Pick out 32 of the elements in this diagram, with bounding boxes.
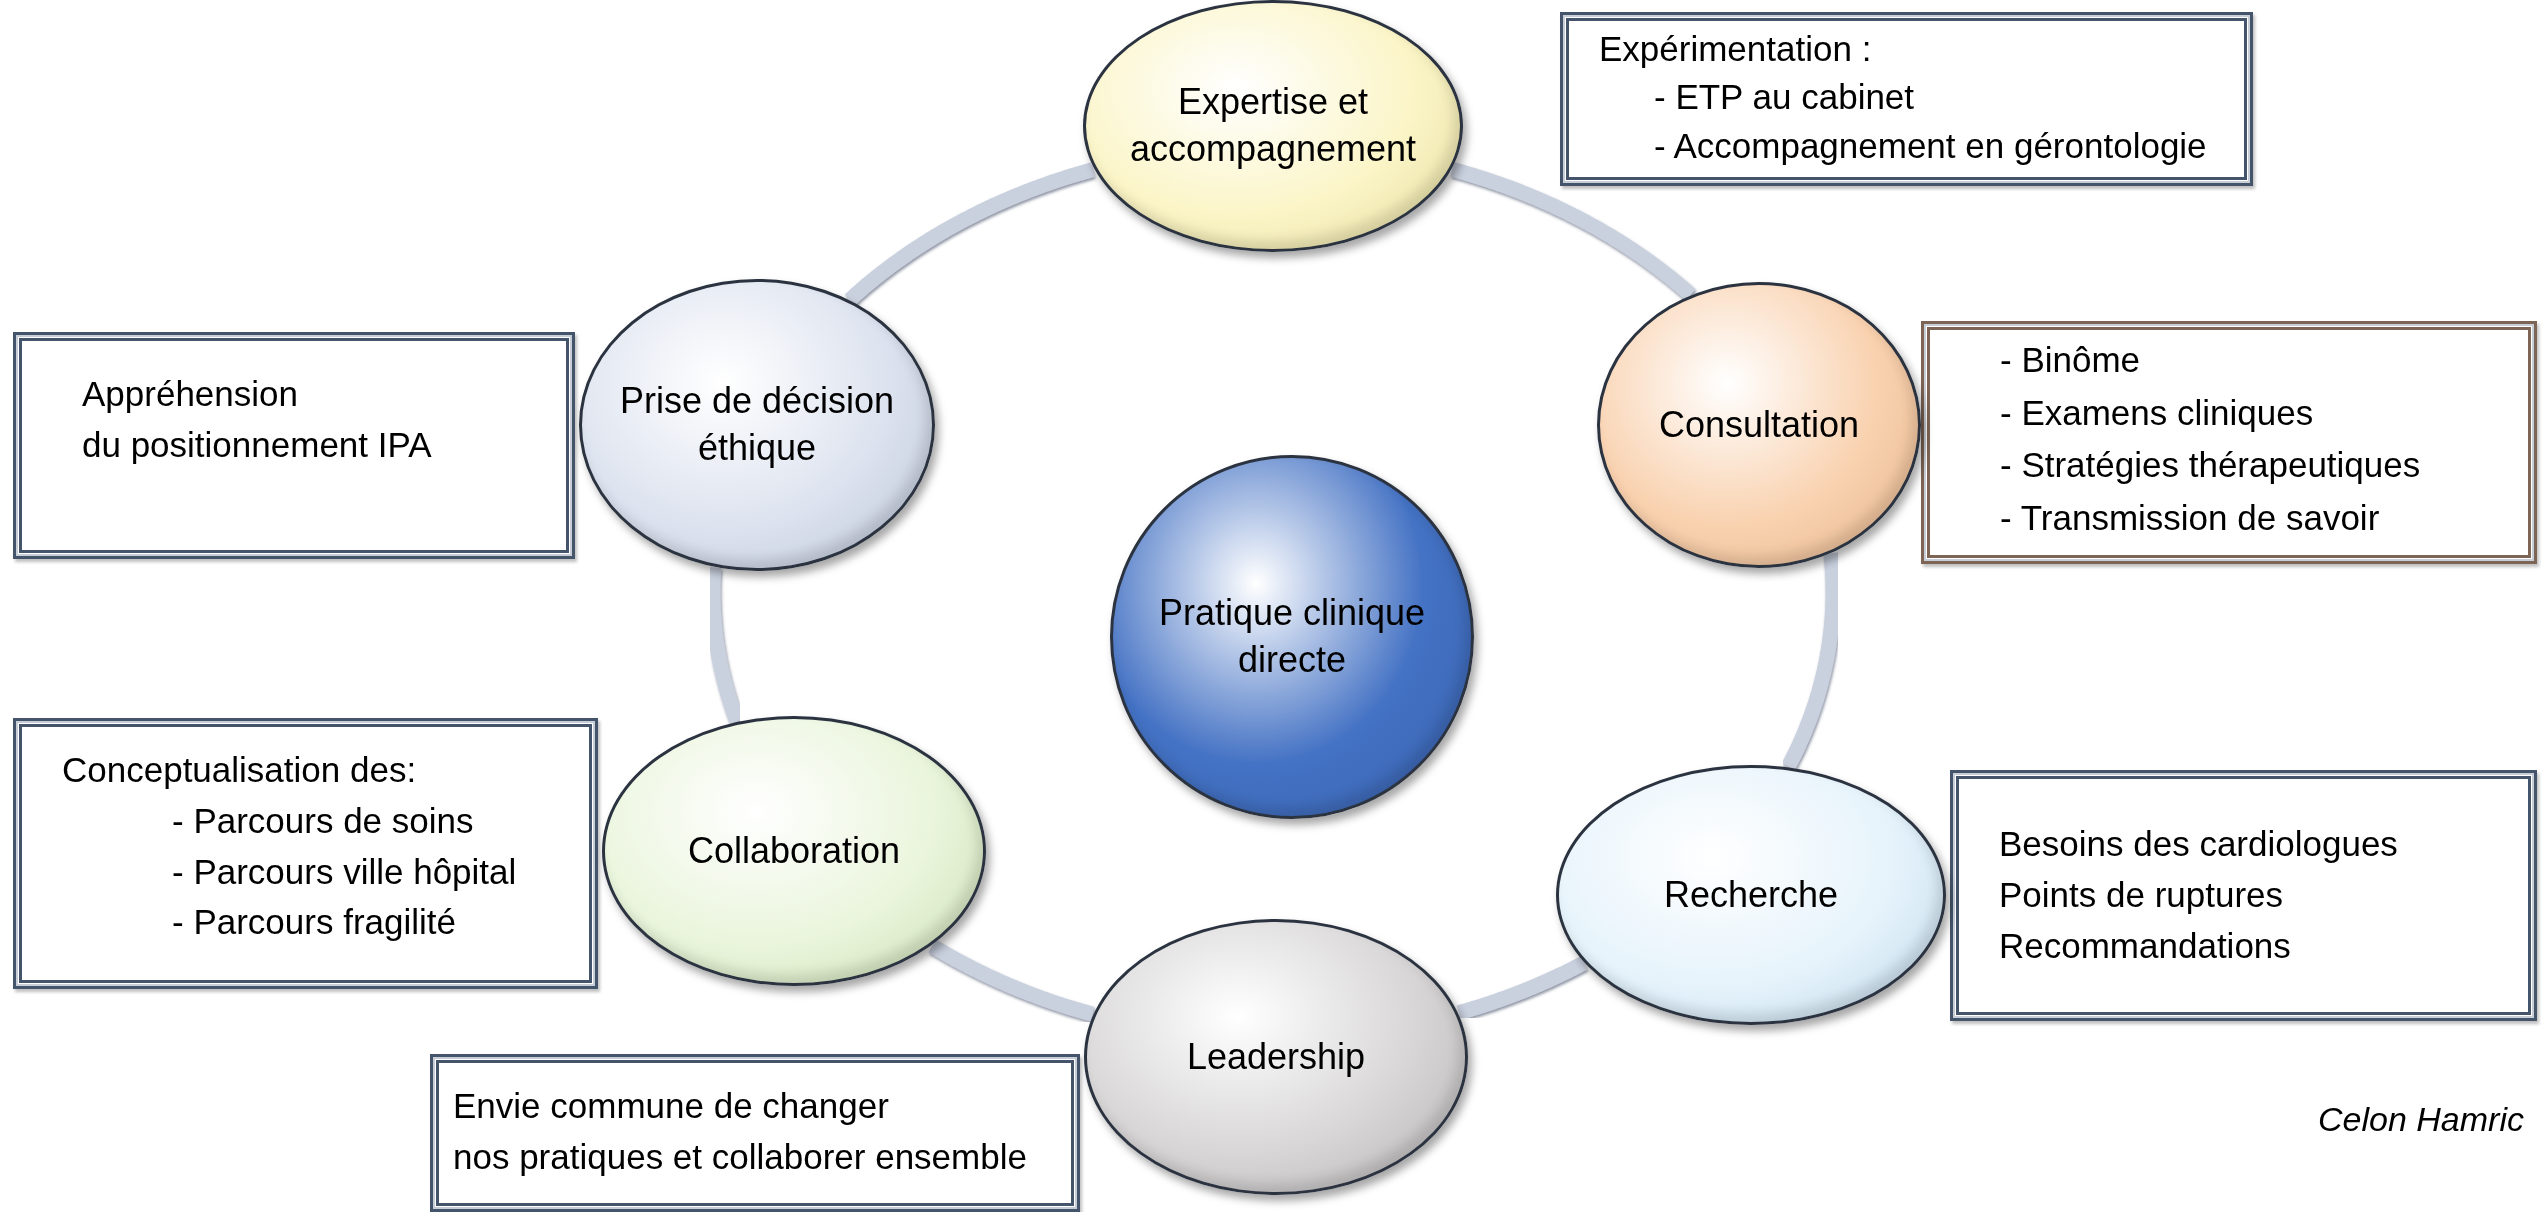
ellipse-label: Consultation — [1658, 402, 1860, 447]
ellipse-label: Collaboration — [687, 828, 901, 873]
detail-box — [1921, 321, 2537, 564]
detail-box — [13, 332, 575, 559]
detail-text: - Accompagnement en gérontologie — [1654, 124, 2207, 167]
detail-text: - Binôme — [2000, 339, 2141, 381]
ellipse-label: Expertise et accompagnement — [1128, 80, 1418, 171]
detail-text: du positionnement IPA — [82, 423, 432, 466]
detail-box — [1950, 770, 2537, 1021]
ellipse-label: Pratique clinique directe — [1157, 591, 1427, 682]
detail-text: Recommandations — [1999, 924, 2291, 967]
detail-text: Conceptualisation des: — [62, 749, 417, 791]
detail-text: Besoins des cardiologues — [1999, 823, 2398, 866]
detail-text: Envie commune de changer — [453, 1085, 889, 1127]
detail-box — [13, 718, 598, 989]
detail-text: - Transmission de savoir — [2000, 496, 2380, 539]
ellipse-label: Leadership — [1186, 1034, 1366, 1079]
detail-text: - ETP au cabinet — [1654, 76, 1915, 119]
detail-text: Expérimentation : — [1599, 28, 1872, 70]
detail-text: - Examens cliniques — [2000, 391, 2314, 434]
detail-text: - Parcours ville hôpital — [172, 850, 517, 893]
detail-box — [1560, 12, 2253, 186]
detail-box — [430, 1054, 1080, 1212]
credit-note: Celon Hamric — [2318, 1100, 2524, 1139]
ellipse-label: Prise de décision éthique — [618, 379, 896, 470]
ellipse-label: Recherche — [1663, 872, 1839, 917]
detail-text: Points de ruptures — [1999, 874, 2284, 917]
detail-text: nos pratiques et collaborer ensemble — [453, 1135, 1027, 1178]
detail-text: - Parcours fragilité — [172, 901, 456, 944]
detail-text: - Stratégies thérapeutiques — [2000, 444, 2421, 486]
detail-text: Appréhension — [82, 373, 298, 415]
detail-text: - Parcours de soins — [172, 799, 474, 842]
